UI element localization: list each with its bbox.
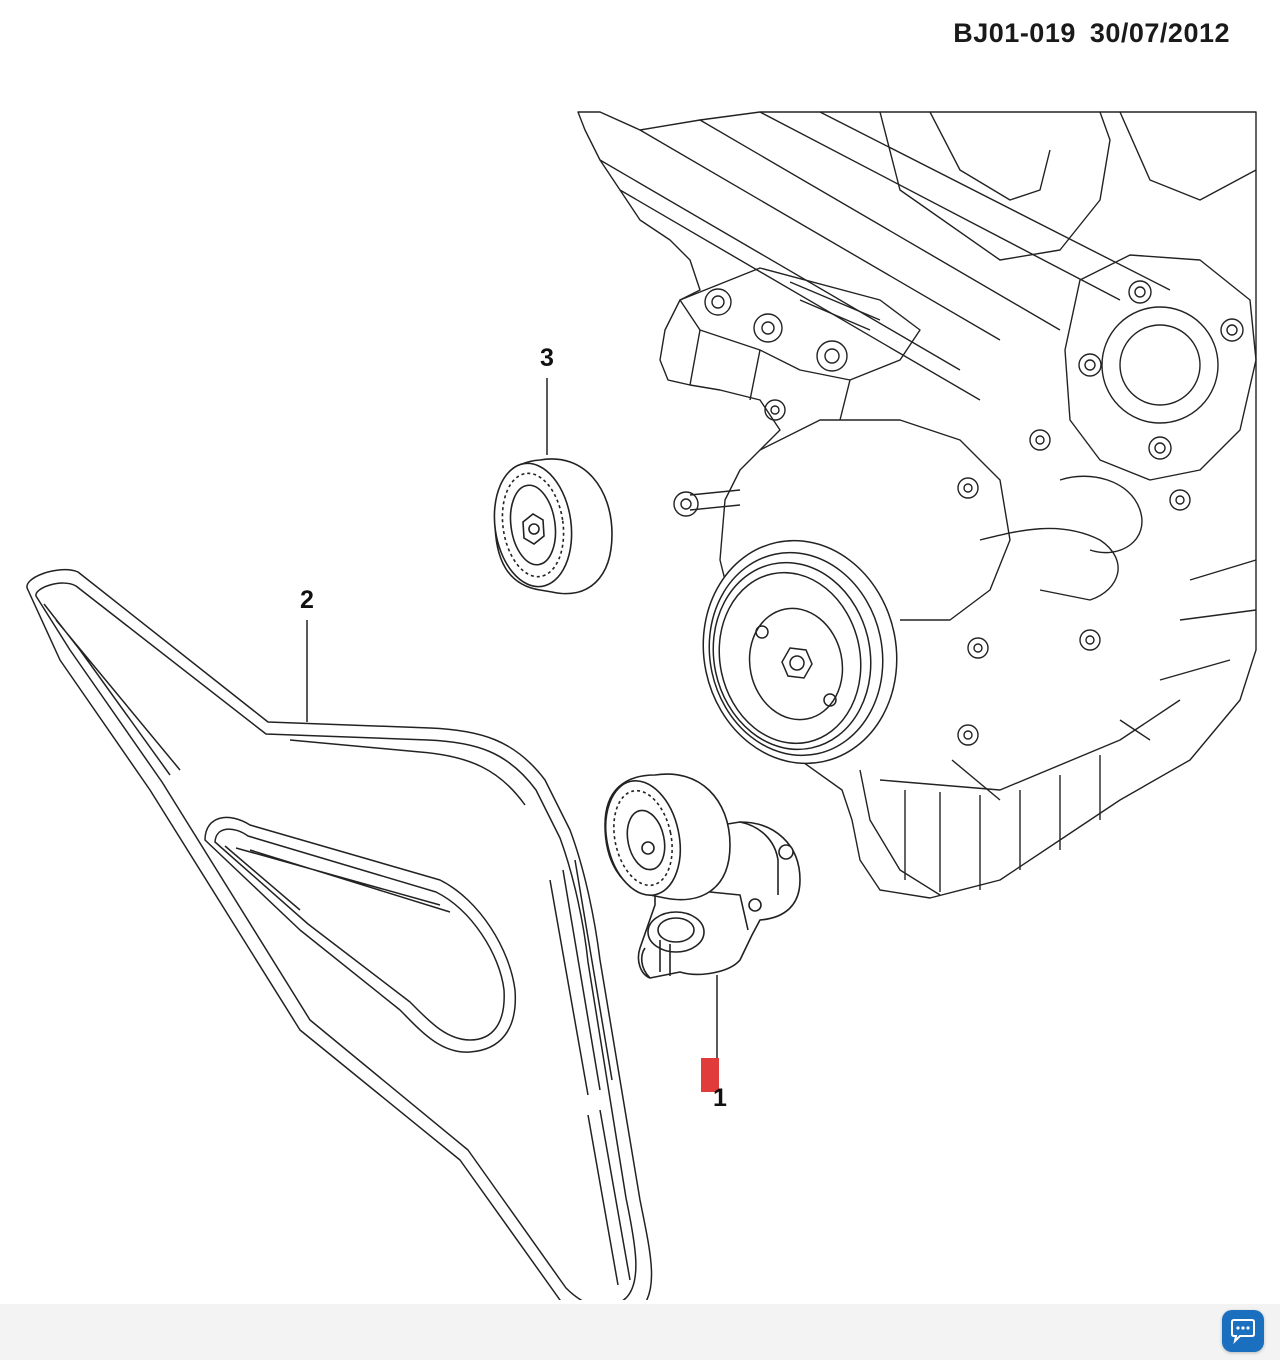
crankshaft-pulley xyxy=(702,539,898,765)
callout-3: 3 xyxy=(540,344,554,372)
callout-2: 2 xyxy=(300,586,314,614)
chat-bubble-icon xyxy=(1231,1319,1255,1344)
callout-1-highlight xyxy=(701,1058,719,1092)
drawing-date: 30/07/2012 xyxy=(1089,18,1230,48)
serpentine-belt xyxy=(26,568,653,1300)
engine-block xyxy=(577,111,1257,899)
callout-1: 1 xyxy=(713,1084,727,1112)
drawing-id: BJ01-019 30/07/2012 xyxy=(953,18,1230,49)
exploded-parts-diagram: 3 2 1 xyxy=(26,111,1257,1300)
app-badge-button[interactable] xyxy=(1222,1310,1264,1352)
idler-pulley xyxy=(493,458,613,595)
belt-tensioner xyxy=(604,773,801,979)
bottom-bar xyxy=(0,1304,1280,1360)
drawing-number: BJ01-019 xyxy=(953,18,1076,48)
